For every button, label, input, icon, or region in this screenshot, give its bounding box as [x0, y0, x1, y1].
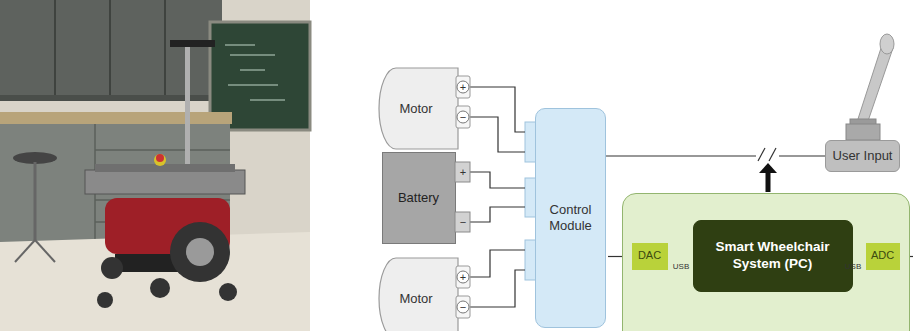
node-text: Smart Wheelchair System (PC): [694, 239, 852, 271]
drawing-part: [846, 124, 880, 140]
drawing-part: [0, 112, 232, 124]
wire-connector: [606, 155, 825, 156]
wire-connector: [470, 117, 525, 152]
terminal-sign: +: [460, 82, 466, 93]
wheelchair-photo: [0, 0, 310, 331]
motor-terminal: [456, 266, 470, 288]
converter-box: DAC: [632, 243, 668, 270]
drawing-part: [756, 146, 779, 160]
drawing-part: [219, 283, 237, 301]
pc-enclosure: DAC Smart Wheelchair System (PC) ADC: [622, 193, 910, 331]
motor-terminal: [456, 296, 470, 318]
drawing-part: [759, 163, 777, 173]
control-module: Control Module: [535, 108, 606, 328]
bus-label: USB: [845, 263, 861, 271]
motor-body: [379, 258, 458, 331]
line-break-mark: [756, 146, 779, 161]
drawing-part: [156, 154, 164, 162]
drawing-part: [154, 154, 166, 166]
node-text: DAC: [638, 249, 661, 262]
joystick-icon: [846, 34, 894, 140]
drawing-part: [97, 292, 113, 308]
motor-box: Motor: [378, 257, 470, 331]
control-arrow: [759, 163, 777, 192]
motor-body: [379, 68, 458, 149]
battery-body: [383, 153, 456, 244]
drawing-part: [769, 148, 776, 161]
drawing-part: [170, 222, 230, 282]
pc-box: Smart Wheelchair System (PC): [693, 220, 853, 292]
terminal-ring: [457, 111, 469, 123]
drawing-part: [95, 164, 235, 172]
drawing-part: [170, 40, 215, 47]
drawing-part: [164, 0, 166, 95]
wire-connector: [470, 250, 525, 277]
drawing-part: [0, 0, 310, 331]
drawing-part: [185, 47, 190, 172]
terminal-ring: [457, 301, 469, 313]
drawing-part: [186, 238, 214, 266]
converter-box: ADC: [866, 243, 900, 270]
motor-box: Motor: [378, 67, 470, 150]
terminal-ring: [457, 271, 469, 283]
terminal-sign: −: [460, 217, 466, 228]
drawing-part: [857, 45, 893, 124]
terminal-sign: +: [460, 272, 466, 283]
bus-label: USB: [673, 263, 689, 271]
node-text: Motor: [399, 291, 432, 307]
drawing-part: [758, 148, 765, 161]
drawing-part: [225, 45, 285, 100]
motor-terminal: [456, 106, 470, 128]
drawing-part: [150, 278, 170, 298]
drawing-part: [54, 0, 56, 95]
drawing-part: [15, 240, 35, 262]
terminal-sign: −: [460, 112, 466, 123]
battery-terminal: [455, 212, 470, 232]
node-text: User Input: [833, 148, 893, 164]
node-text: ADC: [871, 249, 894, 262]
battery-terminal: [455, 162, 470, 182]
drawing-part: [766, 172, 771, 192]
battery-box: Battery: [382, 152, 470, 244]
node-text: Battery: [398, 190, 439, 206]
user-input-box: User Input: [825, 140, 900, 172]
wire-connector: [470, 270, 525, 307]
drawing-part: [880, 34, 894, 54]
drawing-part: [109, 0, 111, 95]
wire-connector: [470, 207, 525, 222]
terminal-sign: −: [460, 302, 466, 313]
wire-connector: [470, 172, 525, 188]
drawing-part: [101, 257, 123, 279]
drawing-part: [35, 240, 55, 262]
node-text: Motor: [399, 101, 432, 117]
terminal-sign: +: [460, 167, 466, 178]
node-text: Control Module: [536, 202, 605, 233]
drawing-part: [34, 162, 37, 240]
drawing-part: [85, 170, 245, 194]
terminal-ring: [457, 81, 469, 93]
motor-terminal: [456, 76, 470, 98]
